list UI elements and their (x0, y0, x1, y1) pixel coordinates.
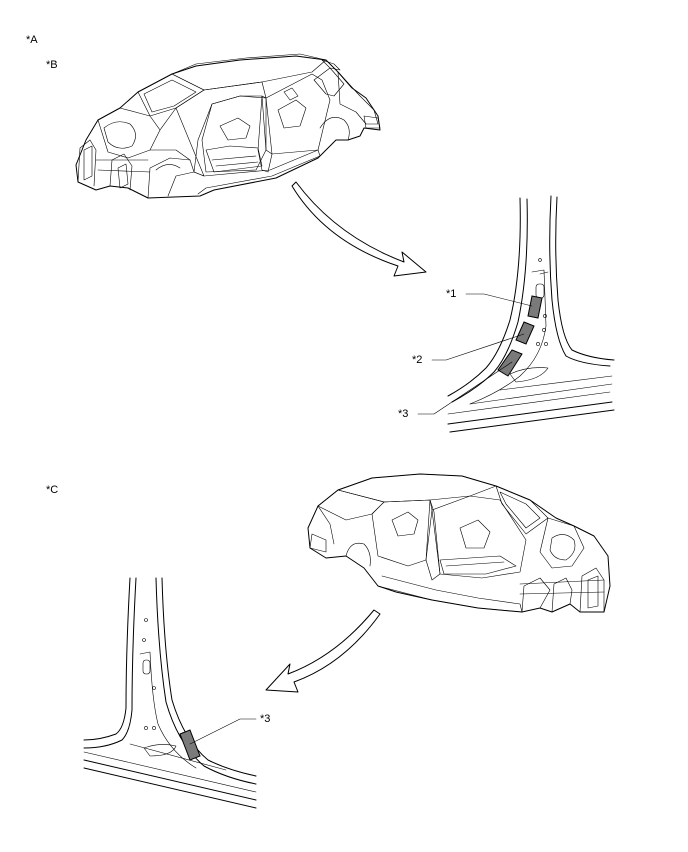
label-view-a: *A (26, 34, 38, 46)
arrow-upper (291, 181, 427, 277)
seal-pad-2 (515, 321, 535, 345)
car-body-lower (307, 473, 611, 613)
label-view-b: *B (46, 59, 58, 71)
leaders-upper (417, 293, 533, 415)
car-body-upper (75, 53, 381, 199)
leader-lower (189, 718, 257, 745)
pillar-detail-upper (447, 195, 615, 433)
arrow-lower (265, 609, 381, 693)
seal-pad-3-lower (179, 729, 201, 761)
label-view-c: *C (46, 484, 58, 496)
seal-pad-1 (527, 295, 543, 319)
pillar-detail-lower (83, 577, 257, 809)
callout-label-3-upper: *3 (398, 408, 408, 420)
callout-label-2: *2 (412, 354, 422, 366)
callout-label-1: *1 (446, 288, 456, 300)
callout-label-3-lower: *3 (260, 713, 270, 725)
